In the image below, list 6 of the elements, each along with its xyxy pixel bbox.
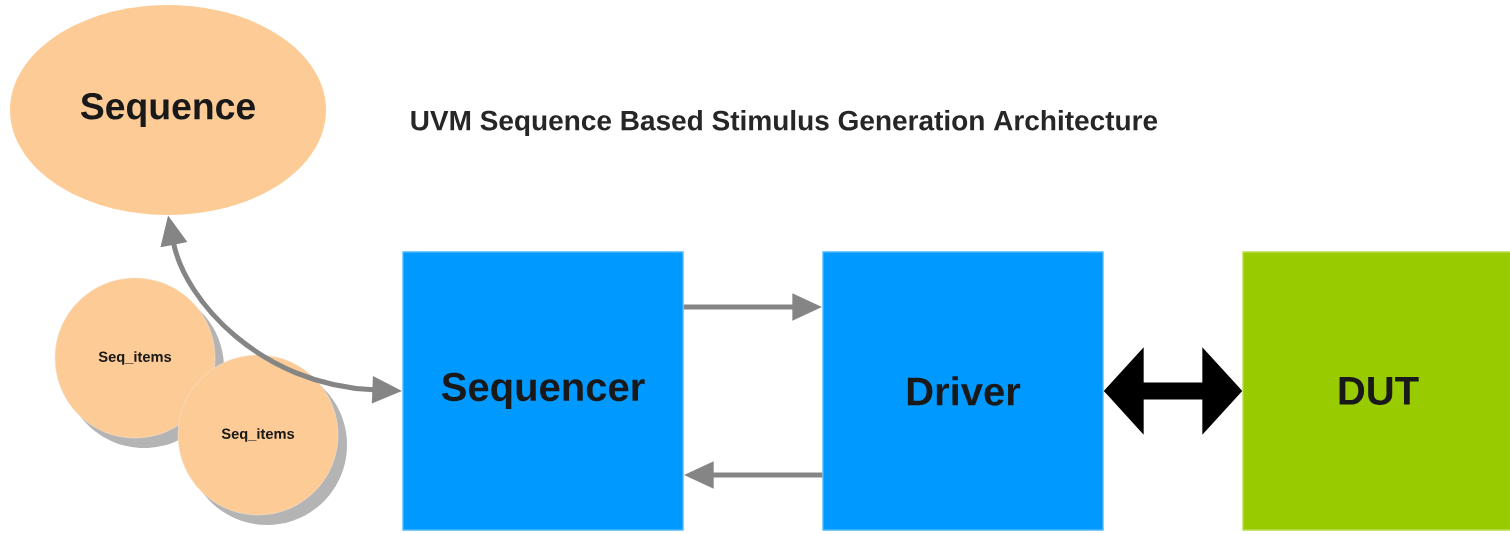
process-box: Driver: [822, 251, 1104, 531]
circle-node: Seq_items: [177, 354, 347, 525]
ellipse-node: Sequence: [10, 5, 326, 215]
title: UVM Sequence Based Stimulus Generation Architecture: [411, 109, 1158, 137]
process-box: Sequencer: [402, 251, 684, 531]
process-box: DUT: [1242, 251, 1510, 531]
